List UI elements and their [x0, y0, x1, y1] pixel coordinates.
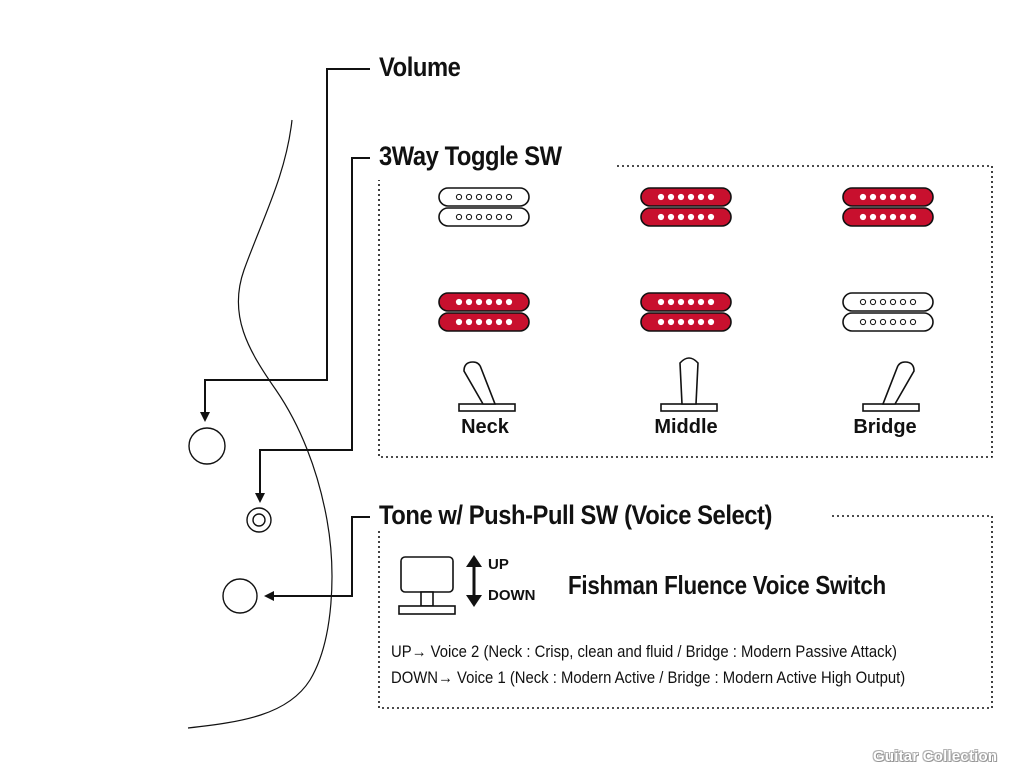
volume-leader-line [200, 68, 370, 422]
toggle-lever-bridge [862, 361, 920, 412]
position-label-middle: Middle [654, 416, 718, 438]
push-pull-knob-icon [398, 556, 456, 615]
neck-pickup-neck [438, 187, 530, 227]
volume-label: Volume [379, 52, 461, 82]
credit-watermark: Guitar Collection [873, 748, 998, 765]
pickup-grid [438, 187, 934, 332]
toggle-lever-middle [660, 357, 718, 412]
toggle-leader-line [255, 157, 370, 503]
position-label-neck: Neck [461, 416, 509, 438]
toggle-switch-knob[interactable] [246, 507, 272, 533]
voice-2-description: UP→ Voice 2 (Neck : Crisp, clean and flu… [391, 643, 897, 661]
toggle-lever-neck [458, 361, 516, 412]
toggle-switch-label: 3Way Toggle SW [379, 141, 562, 171]
up-down-arrow-icon [466, 555, 482, 607]
tone-push-pull-label: Tone w/ Push-Pull SW (Voice Select) [379, 500, 772, 530]
bridge-pickup-neck [438, 292, 530, 332]
down-label: DOWN [488, 587, 536, 604]
volume-knob[interactable] [188, 427, 226, 465]
tone-frame [378, 515, 993, 709]
bridge-pickup-middle [640, 292, 732, 332]
toggle-frame [378, 165, 993, 458]
neck-pickup-middle [640, 187, 732, 227]
position-label-bridge: Bridge [853, 416, 917, 438]
up-label: UP [488, 556, 509, 573]
neck-pickup-bridge [842, 187, 934, 227]
tone-leader-line [264, 516, 370, 601]
voice-switch-title: Fishman Fluence Voice Switch [568, 570, 886, 600]
voice-1-description: DOWN→ Voice 1 (Neck : Modern Active / Br… [391, 669, 906, 687]
toggle-levers [458, 357, 920, 412]
guitar-body-outline [187, 119, 333, 729]
tone-knob[interactable] [222, 578, 258, 614]
bridge-pickup-bridge [842, 292, 934, 332]
